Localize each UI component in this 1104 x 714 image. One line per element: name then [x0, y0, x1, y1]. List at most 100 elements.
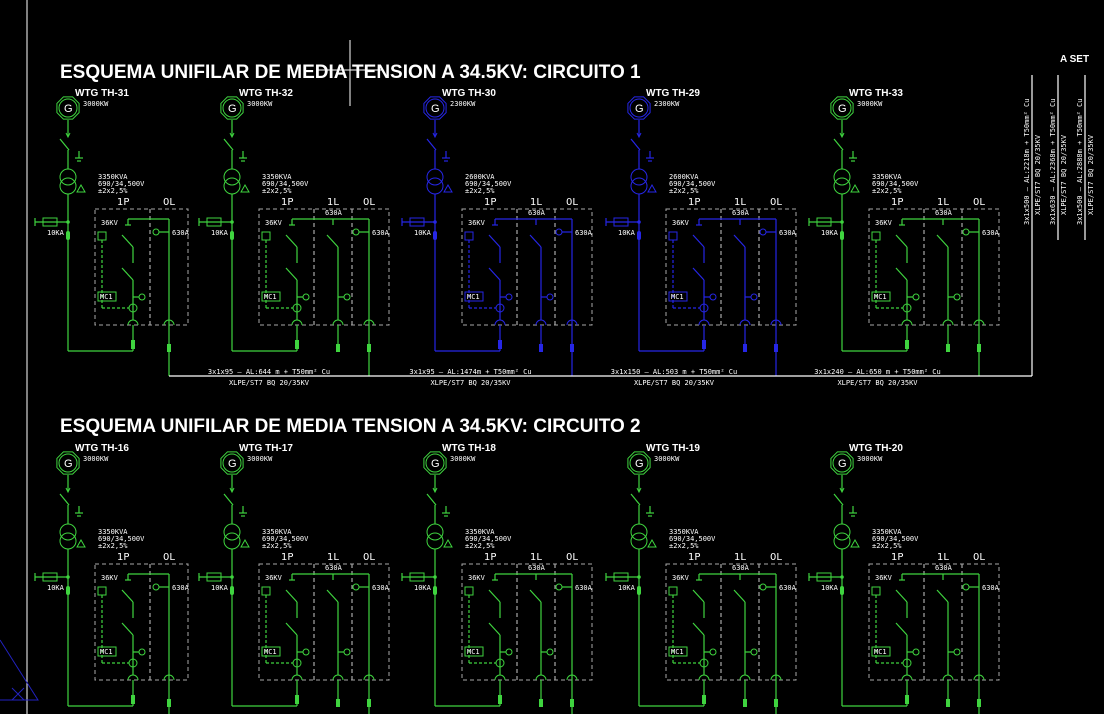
- connector-icon: [570, 699, 574, 707]
- turbine-unit[interactable]: WTG TH-313000KWG3350KVA690/34,500V±2x2,5…: [34, 88, 190, 376]
- turbine-unit[interactable]: WTG TH-163000KWG3350KVA690/34,500V±2x2,5…: [34, 443, 190, 714]
- transformer-rating: 3350KVA: [262, 173, 292, 181]
- earthing-switch-icon: [692, 267, 705, 281]
- protection-relay-box: [871, 646, 891, 657]
- generator-outline: [423, 451, 447, 475]
- delta-icon: [76, 538, 86, 548]
- turbine-unit[interactable]: WTG TH-333000KWG3350KVA690/34,500V±2x2,5…: [808, 88, 1000, 376]
- arrester-box: [42, 217, 58, 227]
- generator-outline: [220, 451, 244, 475]
- cell-rating: 630A: [325, 209, 343, 217]
- generator-outline: [56, 451, 80, 475]
- transformer-winding: [630, 523, 648, 541]
- connector-icon: [977, 699, 981, 707]
- unit-name: WTG TH-33: [849, 88, 903, 99]
- relay-coil-icon: [464, 231, 474, 241]
- generator-icon: G: [830, 96, 854, 120]
- transformer-winding: [630, 168, 648, 186]
- arrow-icon: [636, 487, 642, 494]
- turbine-unit[interactable]: WTG TH-292300KWG2600KVA690/34,500V±2x2,5…: [605, 88, 797, 376]
- load-switch-icon: [733, 589, 746, 603]
- circuit-breaker-icon: [285, 234, 298, 248]
- circuit-breaker-icon: [692, 589, 705, 603]
- panel-voltage: 36KV: [265, 574, 283, 582]
- generator-symbol: G: [64, 103, 73, 115]
- cable-terminal-icon: [291, 674, 303, 681]
- connector-icon: [433, 586, 437, 595]
- connector-icon: [840, 231, 844, 240]
- generator-symbol: G: [431, 458, 440, 470]
- circuit-breaker-icon: [488, 234, 501, 248]
- disconnector-switch-icon: [223, 493, 234, 506]
- unit-name: WTG TH-31: [75, 88, 129, 99]
- surge-arrester-icon: [34, 217, 70, 227]
- voltage-indicator-icon: [953, 293, 961, 301]
- voltage-indicator-icon: [953, 648, 961, 656]
- unit-power: 2300KW: [450, 100, 476, 108]
- voltage-indicator-icon: [555, 583, 563, 591]
- cell-label: 1P: [281, 197, 293, 208]
- generator-circle: [629, 98, 649, 118]
- unit-name: WTG TH-19: [646, 443, 700, 454]
- generator-icon: G: [423, 451, 447, 475]
- cell-label: 0L: [566, 552, 578, 563]
- ground-icon: [646, 151, 654, 162]
- cell-rating: 630A: [779, 584, 797, 592]
- delta-icon: [850, 183, 860, 193]
- turbine-unit[interactable]: WTG TH-323000KWG3350KVA690/34,500V±2x2,5…: [198, 88, 390, 376]
- transformer-icon: [630, 523, 648, 550]
- unit-name: WTG TH-30: [442, 88, 496, 99]
- surge-arrester-icon: [401, 217, 437, 227]
- transformer-ratio: 690/34,500V: [262, 180, 309, 188]
- cell-label: 1P: [117, 552, 129, 563]
- switchgear-panel: [665, 563, 797, 681]
- junction-dot: [230, 575, 234, 579]
- switchgear-panel: [258, 563, 390, 681]
- earthing-switch-icon: [895, 267, 908, 281]
- transformer-winding: [223, 523, 241, 541]
- unit-power: 3000KW: [857, 455, 883, 463]
- generator-icon: G: [830, 451, 854, 475]
- turbine-unit[interactable]: WTG TH-203000KWG3350KVA690/34,500V±2x2,5…: [808, 443, 1000, 714]
- voltage-indicator-icon: [302, 293, 310, 301]
- surge-arrester-icon: [198, 572, 234, 582]
- turbine-unit[interactable]: WTG TH-173000KWG3350KVA690/34,500V±2x2,5…: [198, 443, 390, 714]
- delta-icon: [647, 538, 657, 548]
- generator-outline: [220, 96, 244, 120]
- cable-terminal-icon: [770, 319, 782, 326]
- earthing-switch-icon: [488, 622, 501, 636]
- cable-spec: 3x1x150 – AL:503 m + T50mm² Cu: [611, 368, 737, 376]
- transformer-tap: ±2x2,5%: [872, 542, 902, 550]
- connector-icon: [367, 699, 371, 707]
- connector-icon: [905, 340, 909, 349]
- delta-icon: [443, 183, 453, 193]
- generator-circle: [222, 98, 242, 118]
- cell-label: 0L: [770, 552, 782, 563]
- arrester-box: [206, 217, 222, 227]
- generator-symbol: G: [228, 103, 237, 115]
- turbine-unit[interactable]: WTG TH-183000KWG3350KVA690/34,500V±2x2,5…: [401, 443, 593, 714]
- generator-symbol: G: [64, 458, 73, 470]
- transformer-tap: ±2x2,5%: [465, 187, 495, 195]
- transformer-winding: [426, 532, 444, 550]
- cell-rating: 630A: [935, 564, 953, 572]
- cable-terminal-icon: [770, 674, 782, 681]
- turbine-unit[interactable]: WTG TH-302300KWG2600KVA690/34,500V±2x2,5…: [401, 88, 593, 376]
- protection-relay-box: [668, 646, 688, 657]
- generator-outline: [627, 451, 651, 475]
- turbine-unit[interactable]: WTG TH-193000KWG3350KVA690/34,500V±2x2,5…: [605, 443, 797, 714]
- relay-coil-icon: [261, 586, 271, 596]
- surge-arrester-icon: [198, 217, 234, 227]
- connector-icon: [498, 695, 502, 704]
- cell-rating: 630A: [779, 229, 797, 237]
- arrester-box: [816, 572, 832, 582]
- cell-label: 0L: [973, 552, 985, 563]
- transformer-rating: 3350KVA: [872, 173, 902, 181]
- generator-symbol: G: [228, 458, 237, 470]
- generator-outline: [830, 96, 854, 120]
- generator-symbol: G: [635, 458, 644, 470]
- ground-icon: [75, 151, 83, 162]
